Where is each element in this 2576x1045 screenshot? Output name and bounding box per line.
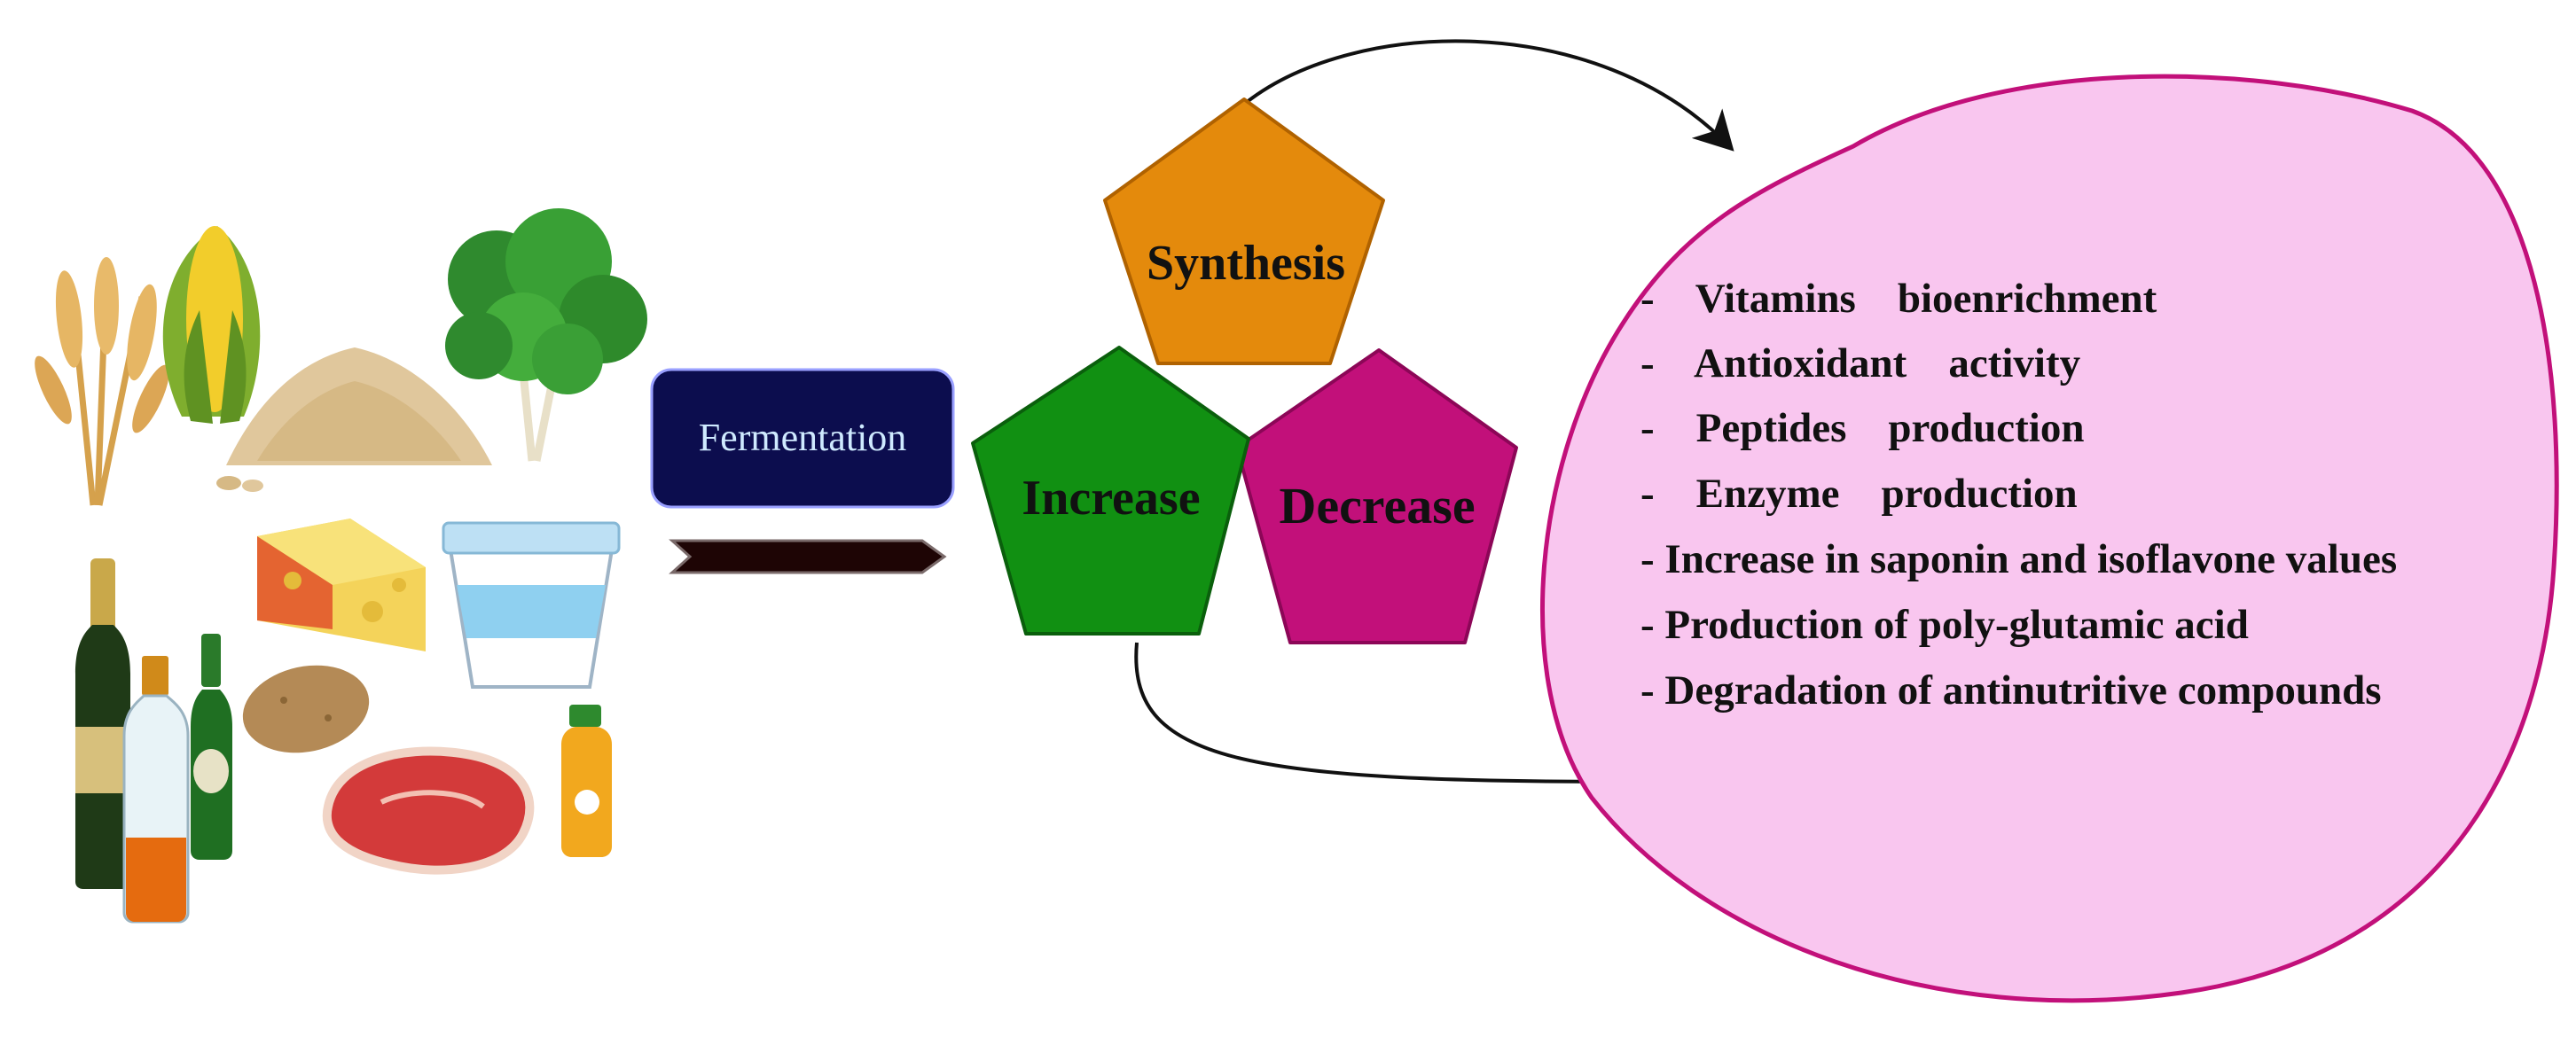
benefits-list: - Vitamins bioenrichment - Antioxidant a… (1640, 276, 2397, 714)
juice-bottle-icon (561, 705, 612, 857)
increase-to-benefits-arrow (1134, 642, 1648, 803)
increase-pentagon-shape (971, 346, 1250, 636)
synthesis-to-benefits-arrow (1240, 39, 1734, 152)
food-illustrations (35, 208, 647, 924)
synthesis-label: Synthesis (1147, 236, 1345, 291)
benefit-item: - Peptides production (1640, 405, 2085, 451)
pentagon-decrease: Decrease (1235, 348, 1518, 644)
grain-pile-icon (216, 347, 492, 492)
increase-label: Increase (1022, 471, 1200, 526)
benefit-item: - Degradation of antinutritive compounds (1640, 667, 2382, 714)
benefit-item: - Production of poly-glutamic acid (1640, 602, 2249, 648)
leafy-greens-icon (445, 208, 647, 462)
potato-icon (242, 665, 370, 753)
corn-icon (162, 226, 261, 424)
process-arrow (669, 539, 947, 574)
benefit-item: - Vitamins bioenrichment (1640, 276, 2157, 322)
yogurt-cup-icon (442, 521, 621, 689)
benefits-blob: - Vitamins bioenrichment - Antioxidant a… (1540, 74, 2559, 1003)
fermentation-box (650, 368, 955, 509)
meat-steak-icon (322, 746, 535, 875)
champagne-bottle-icon (75, 558, 130, 889)
benefit-item: - Increase in saponin and isoflavone val… (1640, 536, 2397, 582)
synthesis-pentagon-shape (1103, 97, 1385, 365)
cheese-icon (257, 519, 426, 651)
benefit-item: - Antioxidant activity (1640, 340, 2081, 386)
benefits-blob-shape (1540, 74, 2559, 1003)
decrease-label: Decrease (1279, 477, 1475, 534)
wheat-icon (35, 257, 169, 506)
beer-bottle-icon (191, 634, 232, 860)
liquor-bottle-icon (122, 656, 190, 924)
fermentation-label: Fermentation (699, 416, 907, 459)
pentagon-increase: Increase (971, 346, 1250, 636)
fermentation-process: Fermentation (650, 368, 955, 574)
decrease-pentagon-shape (1235, 348, 1518, 644)
pentagon-synthesis: Synthesis (1103, 97, 1385, 365)
benefit-item: - Enzyme production (1640, 471, 2078, 517)
